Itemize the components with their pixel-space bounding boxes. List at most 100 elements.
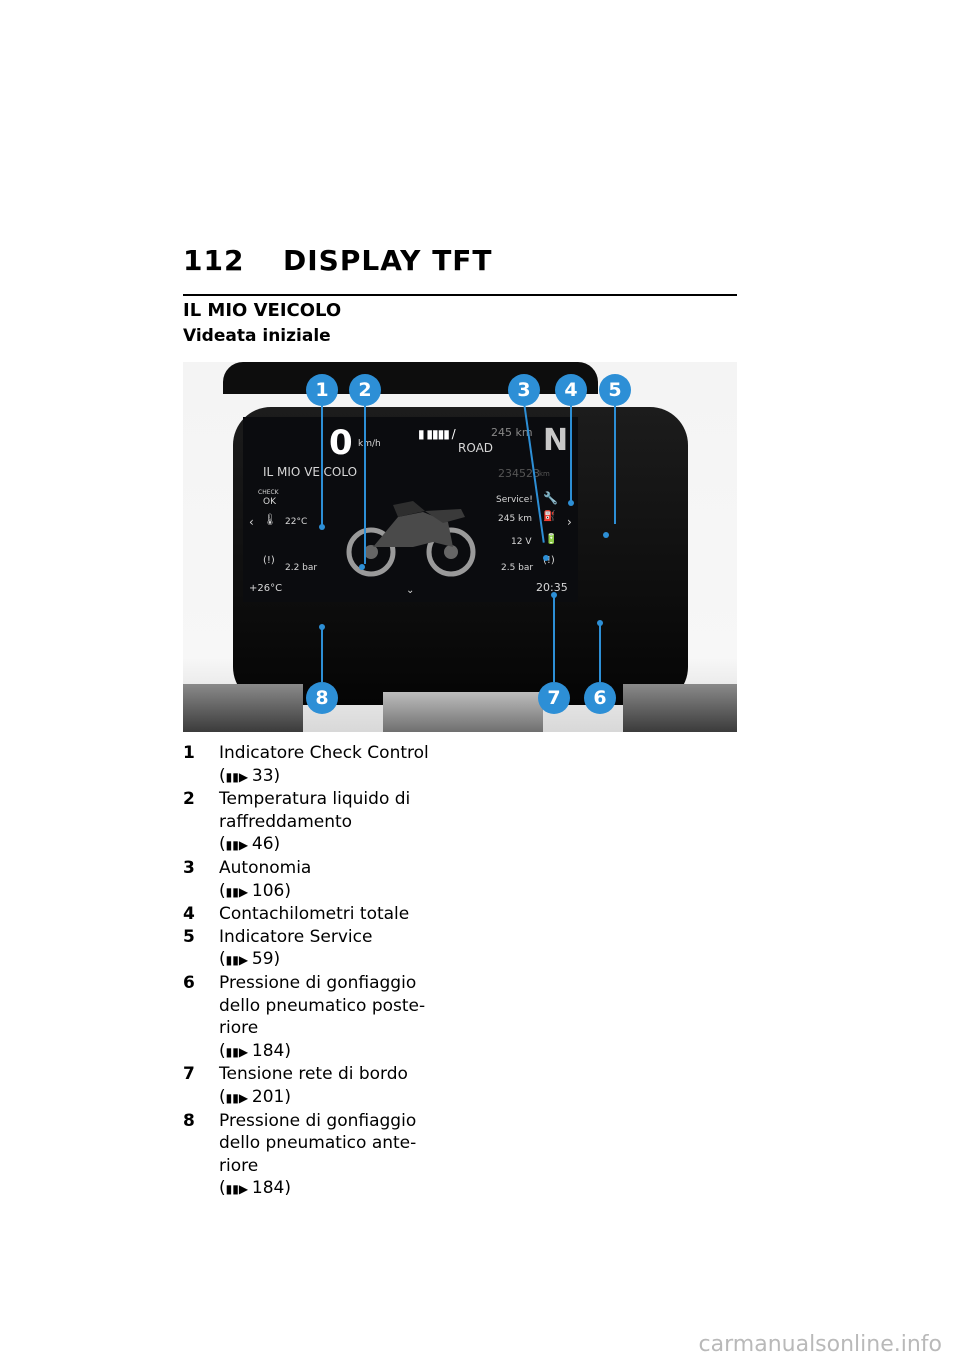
header-divider [183, 294, 737, 296]
legend-text-line: Contachilometri totale [219, 904, 410, 925]
leader-dot-2 [359, 564, 365, 570]
leader-line-8 [321, 627, 323, 682]
legend-text-line: Autonomia [219, 857, 312, 878]
leader-line-5 [614, 402, 616, 524]
battery-icon: 🔋 [545, 534, 558, 545]
legend-text-line: Indicatore Check Control [219, 743, 429, 763]
riding-mode: ROAD [458, 441, 494, 455]
left-handlebar [183, 684, 303, 732]
legend-text-line: Tensione rete di bordo [219, 1064, 408, 1085]
legend-item-text: dello pneumatico poste- [219, 995, 483, 1018]
menu-title: IL MIO VEICOLO [263, 465, 358, 479]
legend-text-line: riore [219, 1155, 259, 1176]
tft-screen: 0 km/h ▮ ▮▮▮▮ / 245 km ROAD N IL MIO VEI… [243, 417, 578, 602]
leader-line-6 [599, 622, 601, 682]
thermometer-icon: 🌡 [263, 513, 277, 526]
voltage-value: 12 V [511, 537, 532, 547]
legend-item-text: riore [219, 1155, 483, 1178]
leader-dot-4 [568, 500, 574, 506]
callout-6: 6 [584, 682, 616, 714]
odometer: 234523 [498, 467, 540, 480]
page-ref-arrow-icon: ▮▮▶ [225, 884, 252, 899]
page-reference-number: 46 [251, 834, 274, 855]
page-ref-arrow-icon: ▮▮▶ [225, 1182, 252, 1197]
legend-text-line: raffreddamento [219, 811, 353, 832]
gear-indicator: N [543, 423, 569, 458]
page-number: 112 [183, 244, 245, 277]
speed-value: 0 [329, 423, 353, 463]
legend-item-text: Pressione di gonfiaggio [219, 1110, 483, 1133]
leader-dot-5 [603, 532, 609, 538]
coolant-temp: 22°C [285, 517, 308, 527]
legend-item-text: Indicatore Service [219, 926, 483, 949]
leader-line-2 [364, 402, 366, 564]
clock: 20:35 [536, 581, 568, 594]
check-label: CHECK [258, 489, 279, 496]
legend-text-line: dello pneumatico ante- [219, 1133, 417, 1154]
legend-item-text: Autonomia [219, 857, 483, 880]
rear-tire-icon: (!) [543, 555, 555, 566]
chevron-left-icon: ‹ [249, 515, 254, 529]
page-ref-arrow-icon: ▮▮▶ [225, 769, 252, 784]
page-reference-number: 184 [251, 1040, 285, 1061]
legend-item-text: Indicatore Check Control [219, 742, 483, 765]
odometer-unit: km [539, 470, 550, 478]
chevron-right-icon: › [567, 515, 572, 529]
page-ref-arrow-icon: ▮▮▶ [225, 1044, 252, 1059]
legend-item-text: Temperatura liquido di [219, 788, 483, 811]
range-value: 245 km [498, 514, 533, 524]
callout-8: 8 [306, 682, 338, 714]
leader-line-7 [553, 594, 555, 682]
leader-dot-7 [551, 592, 557, 598]
legend-text-line: riore [219, 1018, 259, 1039]
motorcycle-image [346, 501, 476, 577]
range-top: 245 km [491, 426, 533, 439]
callout-3: 3 [508, 374, 540, 406]
legend-item-text: raffreddamento [219, 811, 483, 834]
leader-dot-6 [597, 620, 603, 626]
legend-item-text: Contachilometri totale [219, 903, 483, 926]
legend-text-line: Indicatore Service [219, 926, 373, 947]
legend-item-text: Pressione di gonfiaggio [219, 972, 483, 995]
legend-item-text: riore [219, 1017, 483, 1040]
legend-item-number: 3 [183, 857, 195, 878]
rear-pressure: 2.5 bar [501, 563, 534, 573]
page-reference: (▮▮▶ 46) [219, 834, 281, 855]
page-ref-arrow-icon: ▮▮▶ [225, 838, 252, 853]
leader-line-4 [570, 402, 572, 502]
callout-2: 2 [349, 374, 381, 406]
display-housing-top [223, 362, 598, 394]
page-reference-number: 201 [251, 1086, 285, 1107]
legend-text-line: Temperatura liquido di [219, 789, 411, 810]
page-reference-number: 59 [251, 949, 274, 970]
leader-dot-3 [543, 555, 549, 561]
legend-item-text: dello pneumatico ante- [219, 1132, 483, 1155]
subsection-title: Videata iniziale [183, 326, 331, 346]
page-reference: (▮▮▶ 106) [219, 880, 291, 901]
leader-dot-1 [319, 524, 325, 530]
legend-item-number: 7 [183, 1064, 195, 1085]
legend-text-line: Pressione di gonfiaggio [219, 1110, 417, 1131]
legend-item-number: 5 [183, 926, 195, 947]
legend-item-number: 2 [183, 789, 195, 810]
legend-text-line: dello pneumatico poste- [219, 995, 426, 1016]
fuel-pump-icon: ⛽ [543, 511, 556, 522]
front-pressure: 2.2 bar [285, 563, 318, 573]
leader-dot-8 [319, 624, 325, 630]
chevron-down-icon: ⌄ [406, 585, 415, 596]
steering-head [383, 692, 543, 732]
front-tire-icon: (!) [263, 555, 275, 566]
page-reference-number: 184 [251, 1178, 285, 1199]
page-reference-number: 106 [251, 880, 285, 901]
speed-unit: km/h [358, 439, 381, 449]
fuel-gauge-icon: ▮ ▮▮▮▮ / [418, 427, 456, 441]
tft-display-figure: 0 km/h ▮ ▮▮▮▮ / 245 km ROAD N IL MIO VEI… [183, 362, 737, 732]
